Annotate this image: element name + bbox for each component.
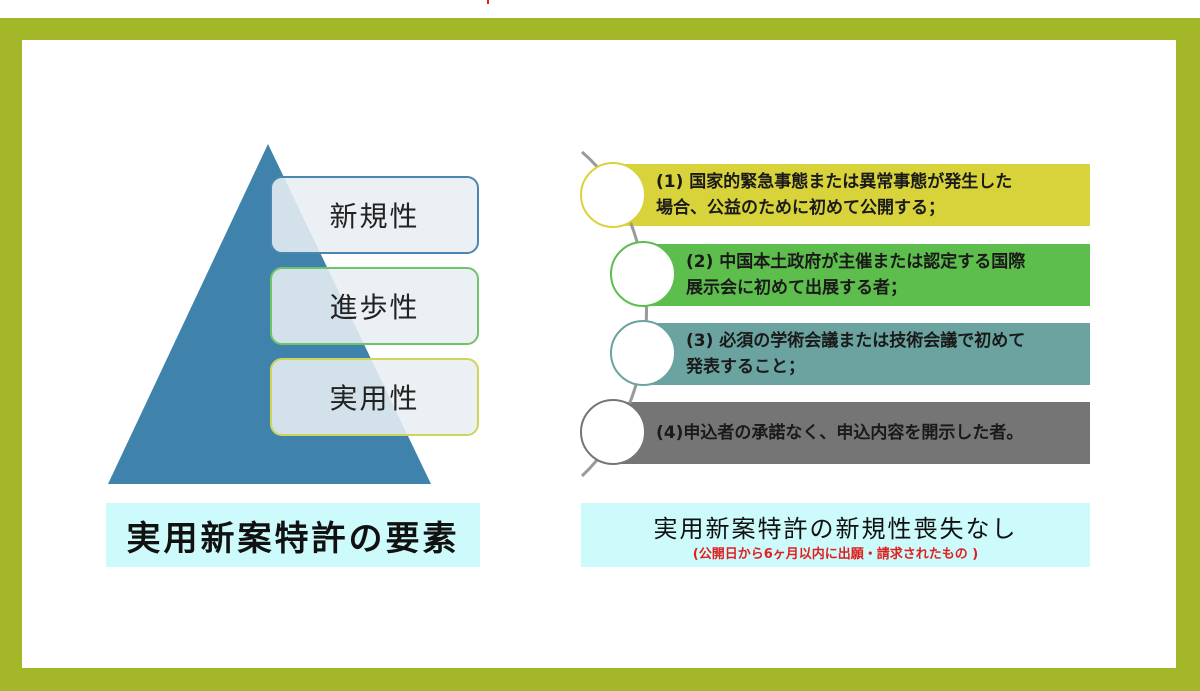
list-caption-title: 実用新案特許の新規性喪失なし (581, 509, 1090, 544)
list-bullet-circle-2 (611, 242, 675, 306)
list-bullet-circle-1 (581, 163, 645, 227)
list-caption: 実用新案特許の新規性喪失なし (公開日から6ヶ月以内に出願・請求されたもの ) (581, 503, 1090, 567)
list-bullet-circle-4 (581, 400, 645, 464)
list-bullet-circle-3 (611, 321, 675, 385)
list-caption-note: (公開日から6ヶ月以内に出願・請求されたもの ) (581, 543, 1090, 562)
